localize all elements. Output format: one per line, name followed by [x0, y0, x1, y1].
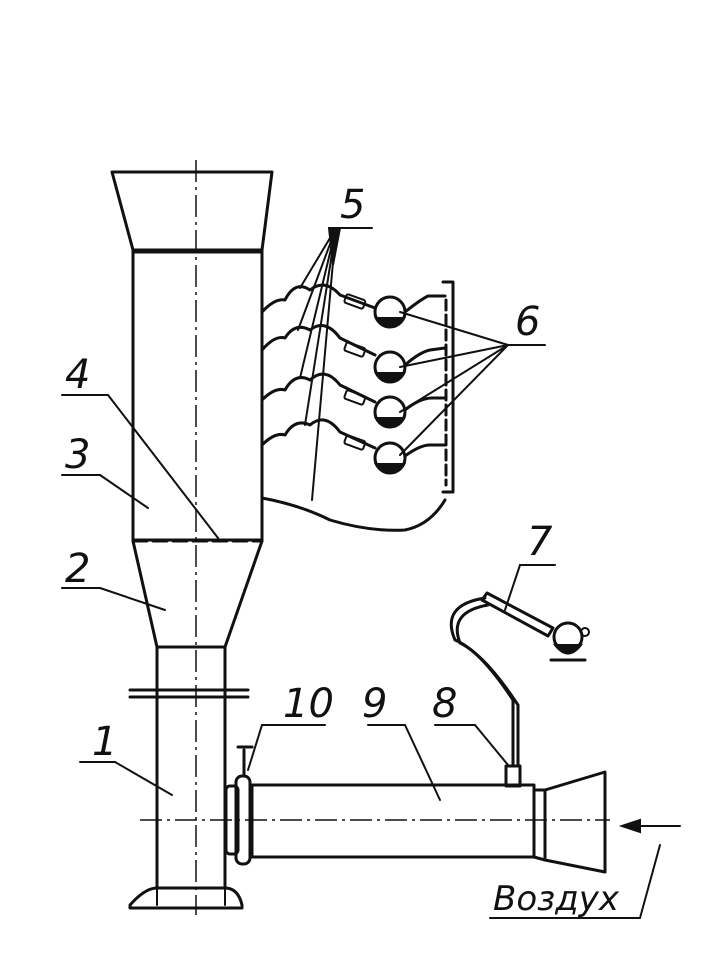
ball-valve: [373, 441, 407, 475]
label-9: 9: [362, 681, 387, 727]
duct-body: [250, 783, 536, 859]
leader-lines: [61, 394, 661, 919]
gauge-7: [480, 591, 590, 662]
top-hopper: [110, 170, 274, 252]
label-4: 4: [65, 352, 90, 398]
label-5-leader-lines: [297, 227, 373, 501]
lower-pipe: [155, 645, 227, 890]
burner-assembly: [260, 227, 546, 532]
conical-reducer: [131, 539, 264, 649]
label-7: 7: [527, 519, 553, 565]
label-10: 10: [283, 681, 334, 727]
vertical-column: [110, 160, 274, 915]
label-6: 6: [515, 299, 540, 345]
inlet-cone: [532, 770, 607, 874]
label-5: 5: [340, 182, 365, 228]
label-air: Воздух: [493, 879, 620, 919]
ball-valve: [373, 395, 407, 429]
label-8: 8: [432, 681, 457, 727]
hose: [449, 596, 515, 768]
label-1: 1: [92, 719, 117, 765]
fitting-8: [504, 764, 522, 788]
label-2: 2: [65, 546, 90, 592]
horizontal-duct: [140, 591, 681, 874]
label-6-leader-lines: [399, 311, 546, 456]
label-3: 3: [65, 432, 90, 478]
manifold: [441, 280, 455, 494]
main-body: [131, 248, 264, 542]
